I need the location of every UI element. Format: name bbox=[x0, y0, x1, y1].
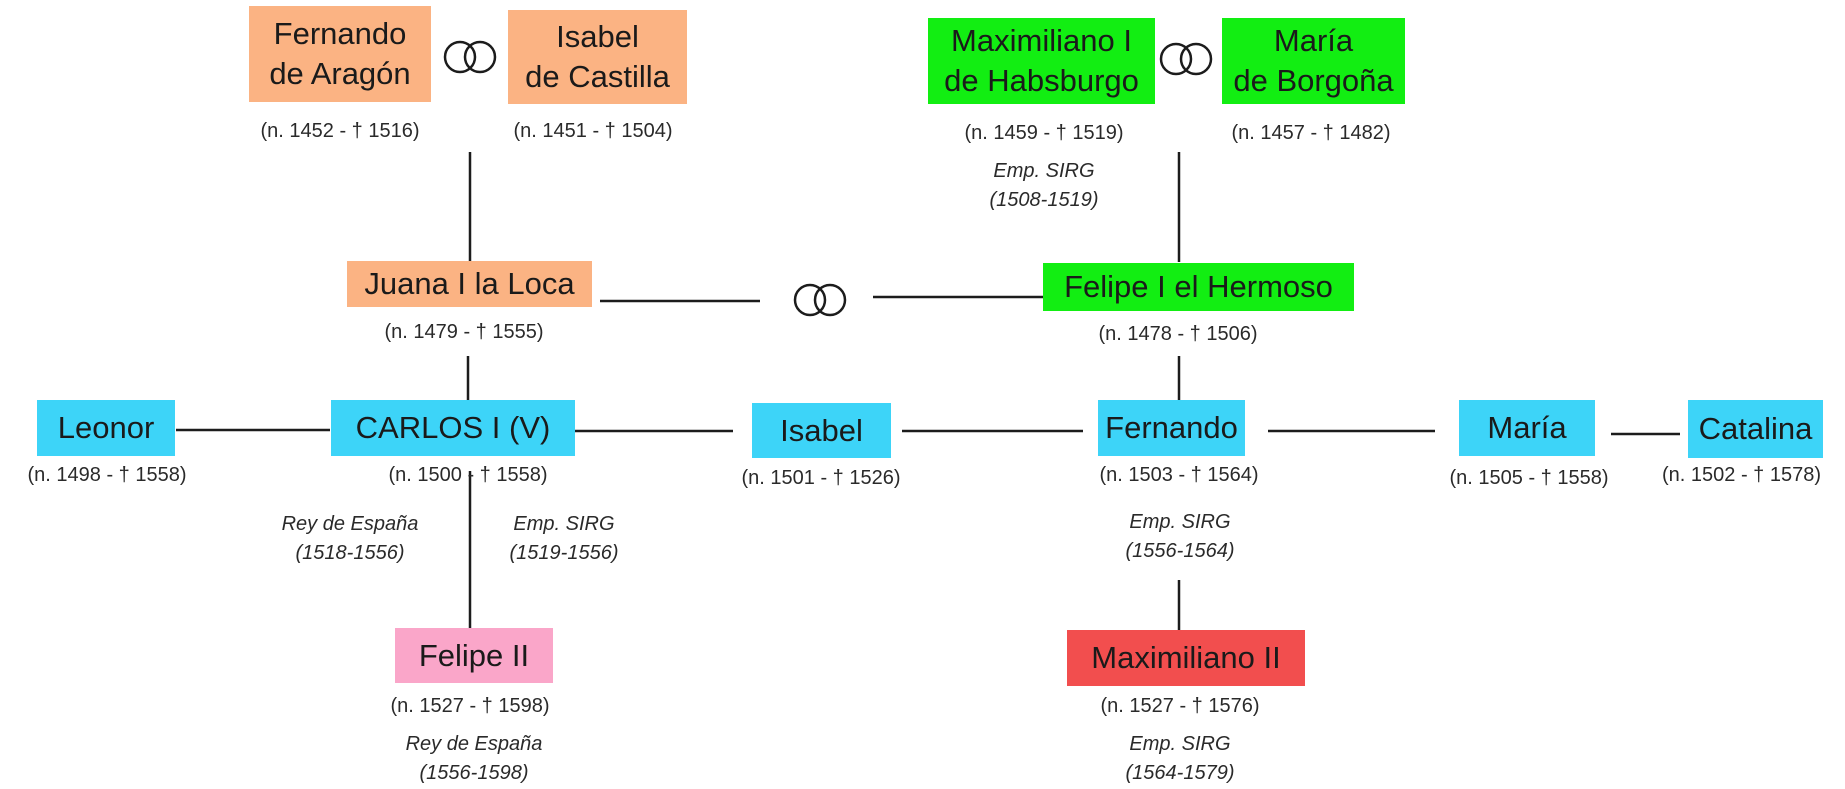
person-title: Rey de España (1518-1556) bbox=[281, 513, 419, 564]
person-name: Isabel bbox=[556, 19, 639, 54]
person-name: Isabel bbox=[780, 412, 863, 448]
person-box-juana: Juana I la Loca bbox=[347, 261, 592, 307]
person-name: Maximiliano I bbox=[951, 23, 1132, 58]
person-name: Juana I la Loca bbox=[364, 266, 575, 301]
person-name: de Castilla bbox=[525, 59, 670, 94]
person-box-felipe-i: Felipe I el Hermoso bbox=[1043, 263, 1354, 311]
person-dates: (n. 1500 - † 1558) bbox=[388, 464, 548, 486]
person-name: Leonor bbox=[57, 410, 155, 445]
person-box-carlos: CARLOS I (V) bbox=[331, 400, 575, 456]
person-box-isabel: Isabel bbox=[752, 403, 891, 458]
person-box-isabel-castilla: Isabel de Castilla bbox=[508, 10, 687, 104]
person-name: Fernando bbox=[273, 16, 407, 51]
person-dates: (n. 1479 - † 1555) bbox=[384, 321, 544, 343]
person-dates: (n. 1451 - † 1504) bbox=[513, 120, 673, 142]
person-name: de Borgoña bbox=[1233, 63, 1394, 98]
person-box-catalina: Catalina bbox=[1688, 400, 1823, 458]
person-box-maria: María bbox=[1459, 400, 1595, 456]
person-dates: (n. 1452 - † 1516) bbox=[260, 120, 420, 142]
person-name: María bbox=[1273, 23, 1354, 58]
person-dates: (n. 1457 - † 1482) bbox=[1231, 122, 1391, 144]
person-box-fernando-aragon: Fernando de Aragón bbox=[249, 6, 431, 102]
person-box-fernando: Fernando bbox=[1098, 400, 1245, 456]
person-name: de Habsburgo bbox=[944, 63, 1139, 98]
interlocked-rings-icon bbox=[443, 40, 497, 74]
person-box-leonor: Leonor bbox=[37, 400, 175, 456]
person-name: de Aragón bbox=[269, 56, 411, 91]
person-box-felipe-ii: Felipe II bbox=[395, 628, 553, 683]
person-title: Emp. SIRG (1564-1579) bbox=[1125, 733, 1235, 784]
person-dates: (n. 1505 - † 1558) bbox=[1449, 467, 1609, 489]
person-dates: (n. 1498 - † 1558) bbox=[27, 464, 187, 486]
person-name: María bbox=[1487, 410, 1567, 445]
person-dates: (n. 1459 - † 1519) bbox=[964, 122, 1124, 144]
person-box-maximiliano-i: Maximiliano I de Habsburgo bbox=[928, 18, 1155, 104]
person-title: Emp. SIRG (1556-1564) bbox=[1125, 511, 1235, 562]
person-title: Emp. SIRG (1508-1519) bbox=[989, 160, 1099, 211]
person-dates: (n. 1501 - † 1526) bbox=[741, 467, 901, 489]
person-box-maria-borgona: María de Borgoña bbox=[1222, 18, 1405, 104]
person-name: Maximiliano II bbox=[1091, 640, 1281, 675]
person-dates: (n. 1503 - † 1564) bbox=[1099, 464, 1259, 486]
person-name: Catalina bbox=[1698, 411, 1813, 446]
person-name: Fernando bbox=[1105, 410, 1238, 445]
person-name: CARLOS I (V) bbox=[355, 410, 551, 445]
person-dates: (n. 1527 - † 1576) bbox=[1100, 695, 1260, 717]
interlocked-rings-icon bbox=[1159, 42, 1213, 76]
person-name: Felipe II bbox=[418, 637, 530, 673]
interlocked-rings-icon bbox=[793, 283, 847, 317]
person-dates: (n. 1502 - † 1578) bbox=[1662, 464, 1821, 486]
person-title: Emp. SIRG (1519-1556) bbox=[509, 513, 619, 564]
person-title: Rey de España (1556-1598) bbox=[405, 733, 543, 784]
person-box-maximiliano-ii: Maximiliano II bbox=[1067, 630, 1305, 686]
person-dates: (n. 1478 - † 1506) bbox=[1098, 323, 1258, 345]
person-name: Felipe I el Hermoso bbox=[1064, 269, 1333, 304]
person-dates: (n. 1527 - † 1598) bbox=[390, 695, 550, 717]
